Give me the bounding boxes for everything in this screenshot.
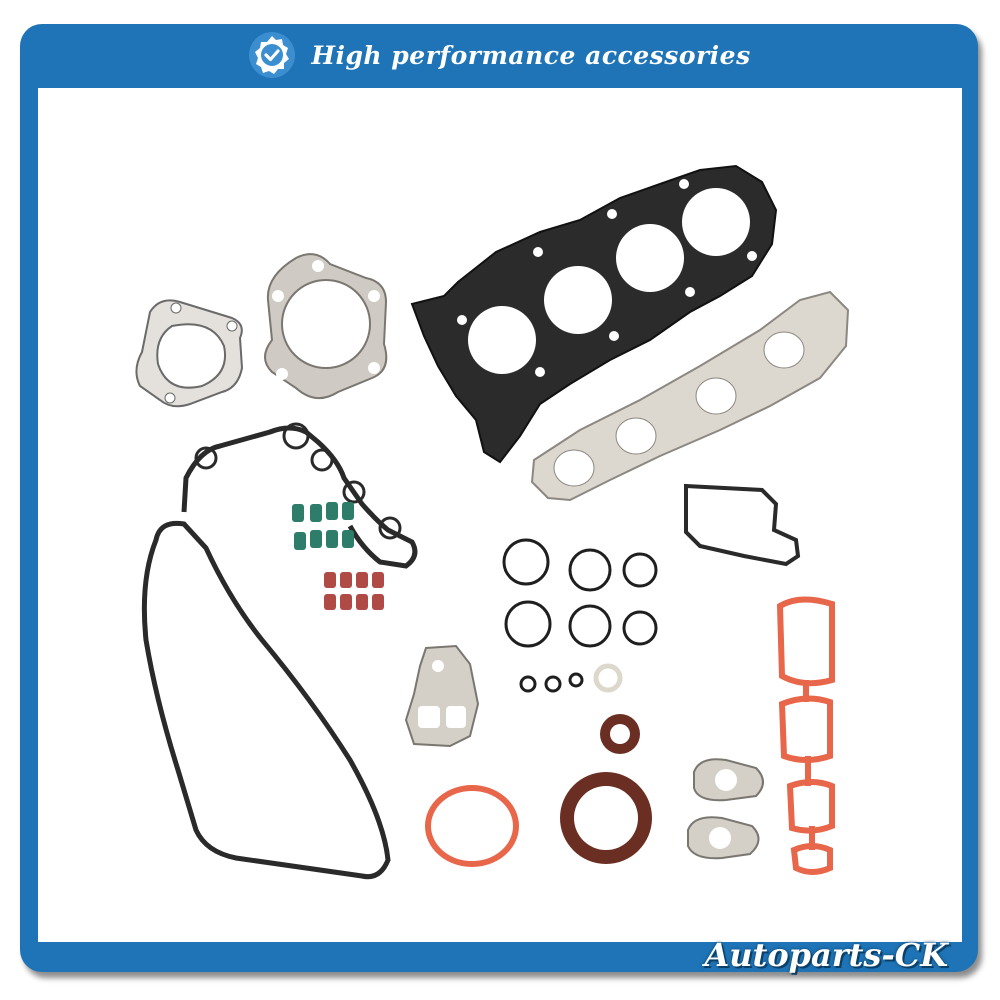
intake-manifold-gasket [776, 596, 835, 875]
water-pump-gasket [135, 299, 244, 408]
camshaft-seal [600, 714, 640, 754]
washer-ring [593, 663, 623, 693]
valve-cover-gasket [141, 425, 418, 880]
page-title: High performance accessories [311, 40, 751, 70]
valve-stem-seals-red [324, 572, 384, 610]
rear-main-seal [560, 772, 652, 864]
brand-watermark: Autoparts-CK [704, 936, 948, 974]
o-rings [502, 538, 658, 693]
oil-cooler-gasket [684, 483, 801, 567]
check-badge-icon [249, 32, 296, 78]
thermostat-housing-gasket [264, 253, 388, 399]
header-bar: High performance accessories [20, 24, 978, 86]
valve-stem-seals-green [292, 502, 354, 550]
cylinder-head-gasket [410, 164, 778, 464]
egr-gasket [404, 644, 480, 748]
valve-cover-plug-seals [194, 422, 402, 540]
throttle-body-gasket [425, 785, 519, 867]
egr-pipe-gaskets [687, 758, 764, 860]
exhaust-manifold-gasket [530, 290, 850, 502]
